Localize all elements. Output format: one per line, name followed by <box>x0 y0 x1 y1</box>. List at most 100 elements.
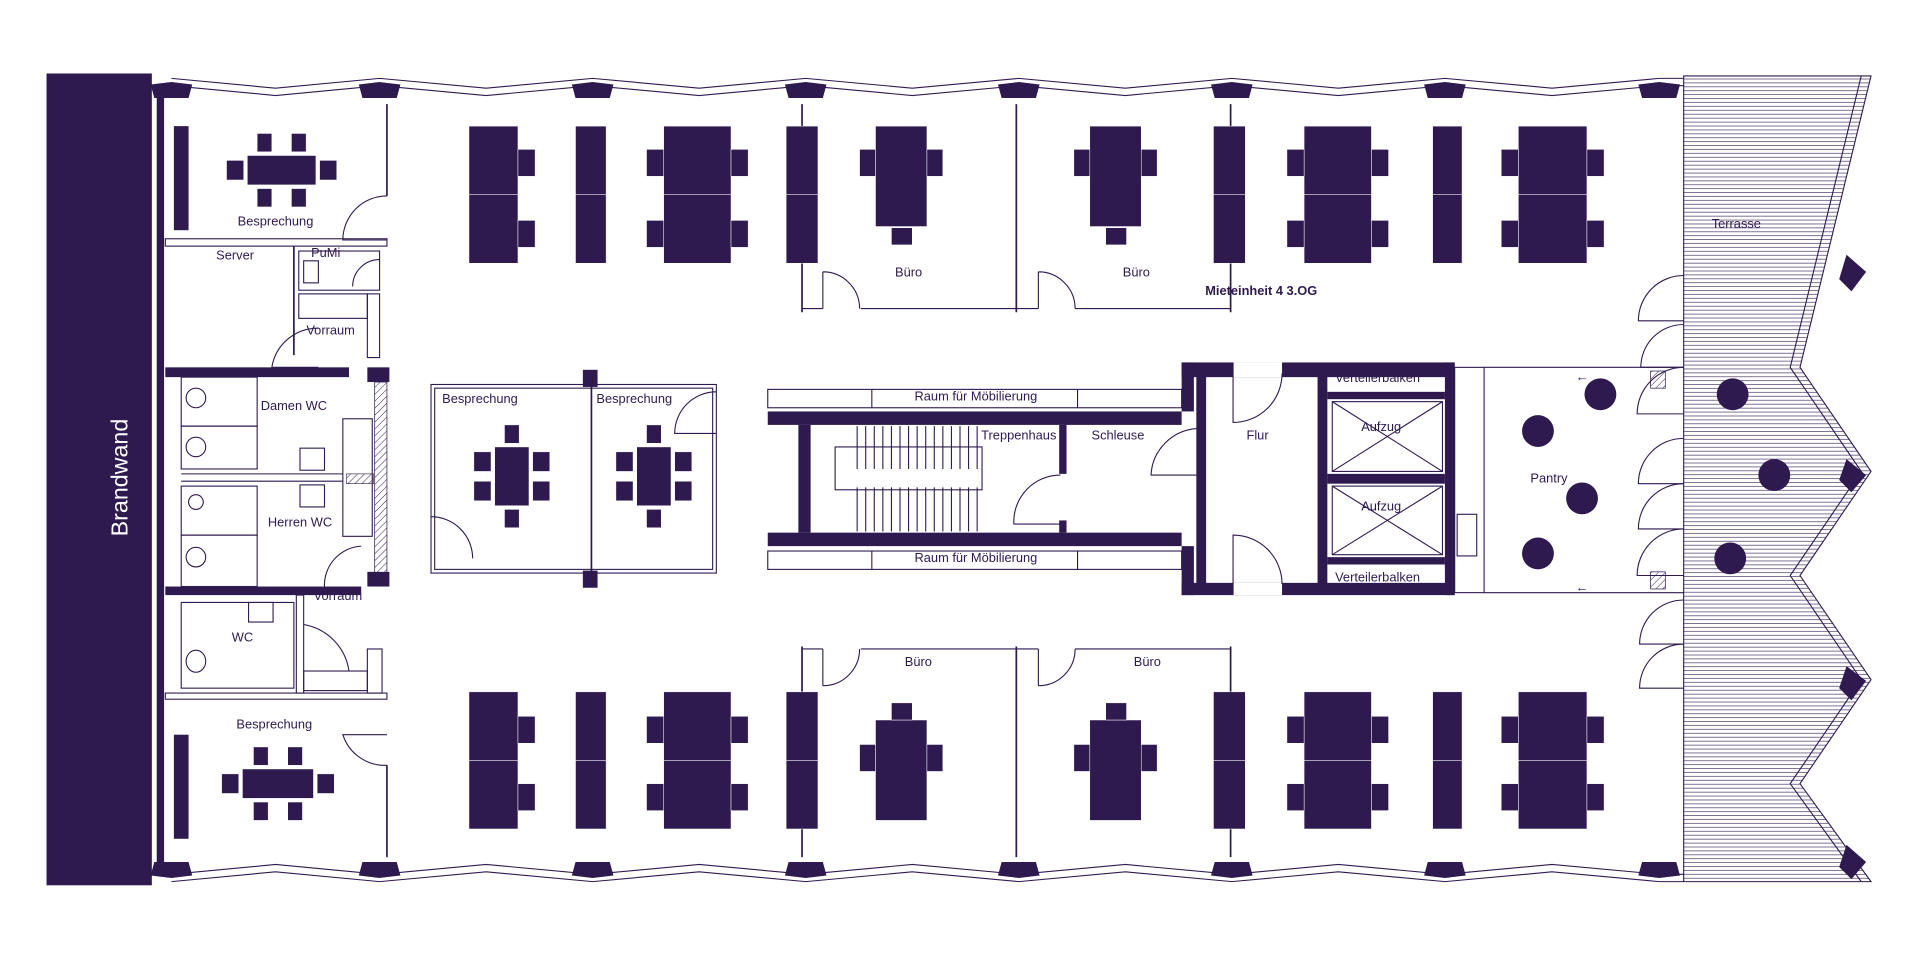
room-label-meeting: Besprechung <box>238 213 314 228</box>
chair <box>1500 220 1519 248</box>
desk <box>575 125 607 195</box>
chair <box>473 480 492 502</box>
furniture <box>221 125 1605 830</box>
chair <box>859 744 876 772</box>
door[interactable] <box>1037 271 1076 309</box>
room-label-furniture: Raum für Möbilierung <box>915 550 1038 565</box>
room-label-hallway: Flur <box>1246 428 1269 443</box>
door[interactable] <box>1037 648 1076 687</box>
chair <box>674 480 693 502</box>
column <box>784 82 827 98</box>
door[interactable] <box>431 516 474 559</box>
chair <box>256 133 273 153</box>
desk <box>1213 125 1246 195</box>
terrace-door[interactable] <box>1637 483 1684 530</box>
terrace-label: Terrasse <box>1712 216 1761 231</box>
terrace-table <box>1716 378 1749 411</box>
door[interactable] <box>342 734 387 766</box>
desk <box>468 760 519 830</box>
desk <box>1518 691 1588 761</box>
door[interactable] <box>1013 474 1061 525</box>
desk <box>663 194 732 264</box>
terrace-door[interactable] <box>1639 599 1684 645</box>
door[interactable] <box>303 623 350 672</box>
pantry-table <box>1584 378 1617 411</box>
whiteboard <box>173 734 189 839</box>
chair <box>517 149 536 177</box>
door[interactable] <box>323 545 362 588</box>
facade-line <box>171 85 1684 97</box>
left-rooms <box>164 104 390 858</box>
column <box>1211 862 1253 878</box>
door[interactable] <box>674 391 717 435</box>
terrace-column <box>1839 666 1867 701</box>
chair <box>1140 744 1158 772</box>
door[interactable] <box>1232 534 1283 596</box>
column <box>150 82 193 98</box>
door[interactable] <box>342 195 387 241</box>
chair <box>517 716 536 744</box>
desk <box>468 194 519 264</box>
pantry-table <box>1522 415 1554 447</box>
chair <box>1500 783 1519 811</box>
chair <box>1586 716 1605 744</box>
chair <box>615 480 634 502</box>
chair <box>1140 149 1158 177</box>
terrace-door[interactable] <box>1637 437 1684 485</box>
meeting-table <box>494 446 530 506</box>
office-walls <box>801 104 1232 858</box>
door[interactable] <box>822 648 861 687</box>
terrace-door[interactable] <box>1637 274 1684 322</box>
chair <box>646 220 664 248</box>
desk <box>1213 691 1246 761</box>
door[interactable] <box>822 271 861 309</box>
terrace-door[interactable] <box>1640 323 1684 368</box>
desk <box>1303 691 1372 761</box>
chair <box>221 773 240 794</box>
column <box>358 862 401 878</box>
firewall <box>46 73 152 886</box>
meeting-table <box>247 155 317 186</box>
terrace-column <box>1839 844 1867 880</box>
column <box>1424 862 1466 878</box>
chair <box>1073 744 1091 772</box>
room-label-ladies-wc: Damen WC <box>261 398 327 413</box>
chair <box>504 509 520 528</box>
desk <box>1518 760 1588 830</box>
door[interactable] <box>271 327 319 368</box>
chair <box>1500 716 1519 744</box>
terrace-door[interactable] <box>1639 643 1684 689</box>
chair <box>1586 220 1605 248</box>
desk <box>575 691 607 761</box>
meeting-table <box>636 446 672 506</box>
chair <box>1105 227 1127 246</box>
door[interactable] <box>1150 428 1198 476</box>
room-label-meeting: Besprechung <box>596 391 672 406</box>
chair <box>226 160 244 181</box>
desk <box>1213 760 1246 830</box>
room-label-elevator: Aufzug <box>1361 499 1401 514</box>
terrace-column <box>1839 459 1867 493</box>
chair <box>891 702 913 721</box>
chair <box>926 149 944 177</box>
facade-line <box>171 863 1684 875</box>
terrace-table <box>1714 542 1747 575</box>
room-label-meeting: Besprechung <box>442 391 518 406</box>
pantry: ← ← <box>1484 366 1684 594</box>
room-label-meeting: Besprechung <box>236 717 312 732</box>
room-label-mens-wc: Herren WC <box>268 515 332 530</box>
room-label-office: Büro <box>895 265 922 280</box>
terrace-door[interactable] <box>1636 366 1684 415</box>
column <box>1211 82 1253 98</box>
door[interactable] <box>1232 362 1283 424</box>
desk <box>785 125 819 195</box>
door[interactable] <box>352 259 380 287</box>
room-label-furniture: Raum für Möbilierung <box>915 388 1038 403</box>
desk <box>575 194 607 264</box>
terrace-doors[interactable] <box>1636 274 1684 689</box>
room-label-pumi: PuMi <box>311 245 340 260</box>
terrace-door[interactable] <box>1636 528 1684 577</box>
room-label-server: Server <box>216 248 255 263</box>
chair <box>256 188 273 208</box>
